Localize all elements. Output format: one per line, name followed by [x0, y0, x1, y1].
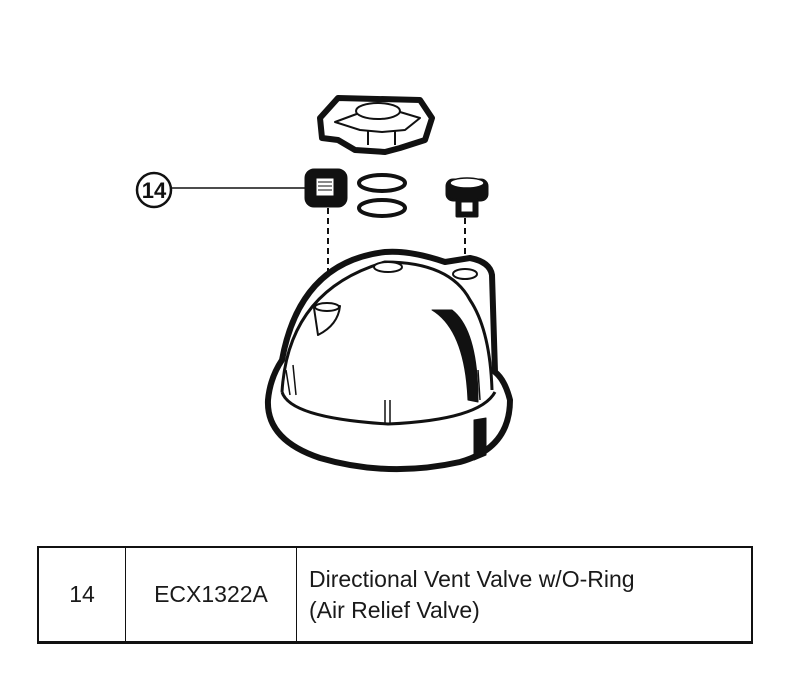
table-row: 14 ECX1322A Directional Vent Valve w/O-R… [37, 546, 753, 643]
o-ring [357, 198, 407, 218]
part-number: ECX1322A [125, 546, 297, 643]
vent-valve-14 [304, 168, 348, 208]
exploded-parts-diagram: 14 [135, 95, 513, 473]
item-number: 14 [37, 546, 126, 643]
description-line-1: Directional Vent Valve w/O-Ring [309, 565, 635, 592]
description-line-2: (Air Relief Valve) [309, 596, 480, 623]
filter-dome [264, 248, 513, 473]
parts-table: 14 ECX1322A Directional Vent Valve w/O-R… [37, 546, 753, 644]
air-relief-valve [445, 177, 489, 218]
callout-label: 14 [142, 178, 167, 203]
part-description: Directional Vent Valve w/O-Ring (Air Rel… [296, 546, 753, 643]
o-ring [357, 173, 407, 193]
callout-14: 14 [135, 171, 305, 209]
filter-knob [317, 95, 435, 155]
